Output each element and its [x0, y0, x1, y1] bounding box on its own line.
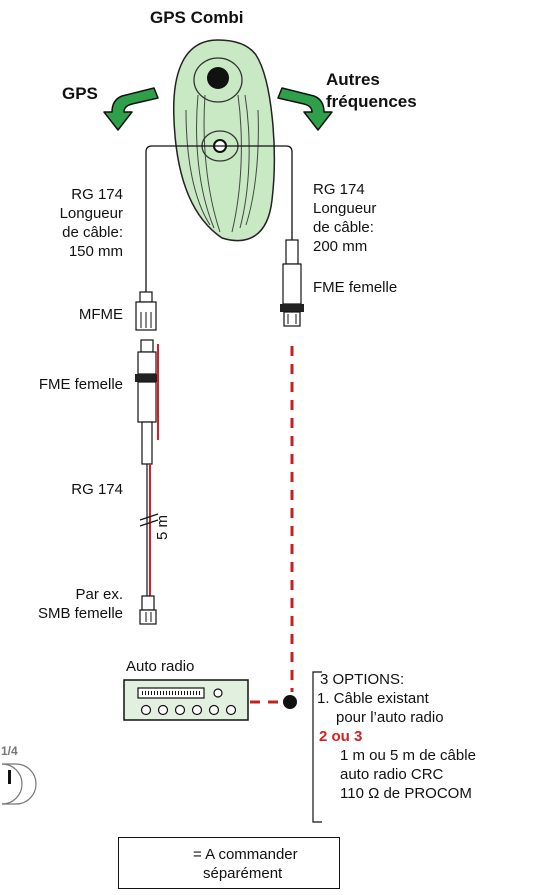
side-knob-icon: [2, 763, 37, 805]
option-2-3-line2: auto radio CRC: [340, 766, 444, 783]
other-frequencies-arrow-icon: [277, 87, 333, 131]
other-frequencies-label-1: Autres: [326, 70, 380, 89]
mfme-connector: [135, 291, 157, 331]
right-cable-length-label: Longueur: [313, 200, 377, 217]
option-1-line2: pour l’auto radio: [336, 709, 444, 726]
right-cable-label: RG 174 Longueur de câble: 200 mm: [313, 180, 376, 256]
left-cable-type: RG 174: [71, 186, 123, 203]
smb-label-line2: SMB femelle: [37, 605, 123, 622]
gps-arrow-icon: [103, 87, 159, 131]
left-cable-length-label: Longueur: [59, 205, 123, 222]
gps-label: GPS: [62, 84, 98, 103]
smb-connector: [139, 595, 157, 625]
mfme-label: MFME: [78, 306, 123, 323]
right-cable-length-value: 200 mm: [313, 238, 368, 255]
left-cable-length-label-2: de câble:: [62, 224, 123, 241]
right-cable-type: RG 174: [313, 181, 365, 198]
auto-radio-label: Auto radio: [126, 658, 195, 675]
length-5m-label: 5 m: [154, 514, 171, 540]
option-2-3-line3: 110 Ω de PROCOM: [340, 785, 472, 802]
legend-box: [118, 837, 340, 889]
side-mark-label: 1/4: [1, 744, 18, 758]
auto-radio: [123, 679, 249, 721]
antenna-body: [172, 39, 276, 242]
diagram-title: GPS Combi: [150, 8, 244, 27]
left-cable-label: RG 174 Longueur de câble: 150 mm: [30, 185, 123, 261]
options-block: 3 OPTIONS: 1. Câble existant pour l’auto…: [317, 670, 476, 803]
legend-line1: = A commander: [193, 846, 298, 863]
junction-dot: [283, 695, 297, 709]
left-cable: [145, 145, 220, 292]
right-cable-length-label-2: de câble:: [313, 219, 374, 236]
left-fme-label: FME femelle: [38, 376, 123, 393]
right-fme-label: FME femelle: [313, 279, 398, 296]
smb-label-line1: Par ex.: [75, 586, 123, 603]
options-bracket: [312, 671, 322, 823]
options-heading: 3 OPTIONS:: [320, 671, 405, 688]
rg174-lower-label: RG 174: [71, 481, 123, 498]
option-2-3-line1: 1 m ou 5 m de câble: [340, 747, 476, 764]
top-connector: [207, 67, 229, 89]
smb-label: Par ex. SMB femelle: [20, 585, 123, 623]
legend-line2: séparément: [203, 865, 283, 882]
right-cable: [220, 145, 293, 240]
left-fme-connector: [135, 339, 159, 465]
other-frequencies-label-2: fréquences: [326, 92, 417, 111]
option-1-line1: 1. Câble existant: [317, 690, 429, 707]
option-2-3-label: 2 ou 3: [319, 728, 363, 745]
right-fme-connector: [280, 239, 304, 327]
left-cable-length-value: 150 mm: [68, 243, 123, 260]
